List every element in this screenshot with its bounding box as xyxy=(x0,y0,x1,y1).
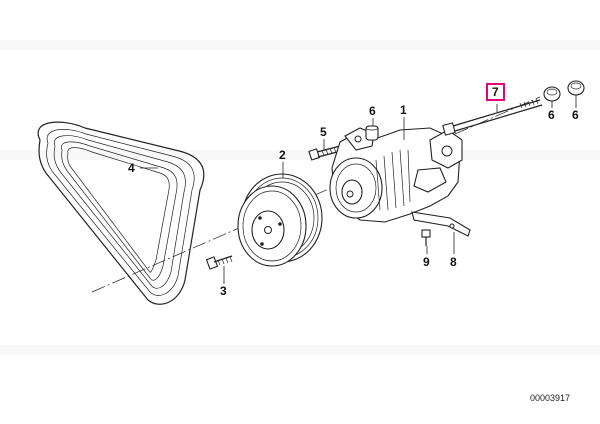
bushing-right-b xyxy=(567,80,585,96)
callout-6-right-a[interactable]: 6 xyxy=(548,108,555,122)
bushing-upper xyxy=(365,125,379,141)
leader-lines xyxy=(140,95,577,284)
callout-9[interactable]: 9 xyxy=(423,255,430,269)
callout-8[interactable]: 8 xyxy=(450,255,457,269)
pulley-bolt xyxy=(205,255,233,270)
power-steering-pump xyxy=(329,127,463,223)
pulley xyxy=(237,173,323,267)
callout-1[interactable]: 1 xyxy=(400,103,407,117)
callout-4[interactable]: 4 xyxy=(128,161,135,175)
small-bolt xyxy=(421,229,431,246)
diagram-reference-number: 00003917 xyxy=(530,393,571,403)
bushing-right-a xyxy=(543,86,561,102)
callout-5[interactable]: 5 xyxy=(320,125,327,139)
callout-7-highlighted[interactable]: 7 xyxy=(486,83,505,101)
bracket xyxy=(411,211,471,237)
mounting-bolt xyxy=(308,145,342,161)
callout-6-upper[interactable]: 6 xyxy=(369,104,376,118)
watermark-bands xyxy=(0,40,600,355)
callout-6-right-b[interactable]: 6 xyxy=(572,108,579,122)
long-through-bolt xyxy=(442,98,543,136)
callout-3[interactable]: 3 xyxy=(220,284,227,298)
callout-2[interactable]: 2 xyxy=(279,148,286,162)
ribbed-belt xyxy=(37,121,205,305)
